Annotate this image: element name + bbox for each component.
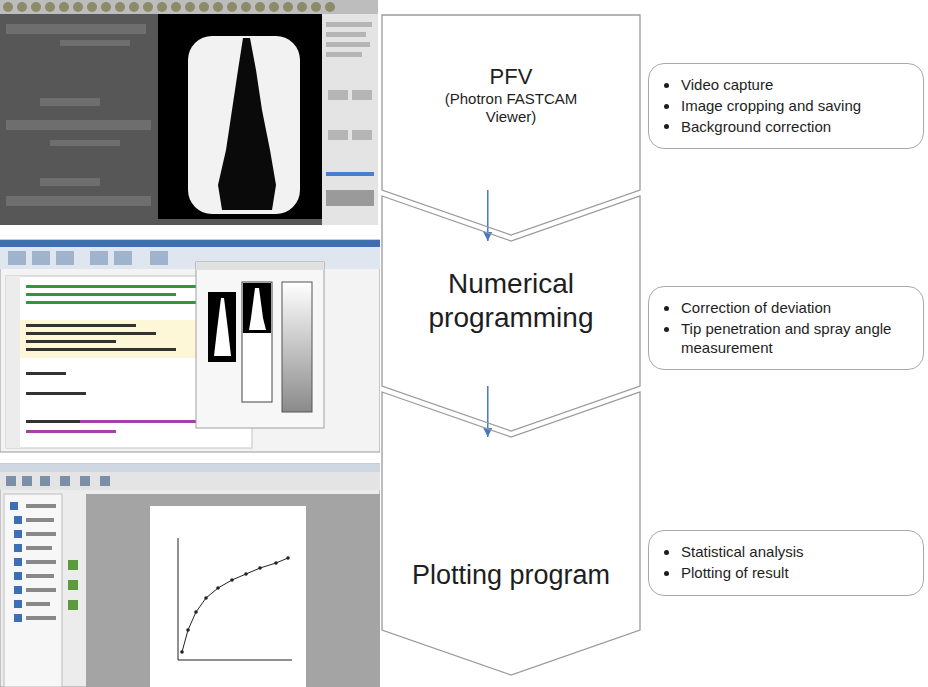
bullet-item: Image cropping and saving [681,97,911,116]
process-chevron: Numerical programming [382,241,640,386]
bullet-item: Background correction [681,118,911,137]
bullet-text: Image cropping and saving [681,97,861,114]
chevron-label-group: Plotting program [382,559,640,591]
bullet-text: Plotting of result [681,564,789,581]
bullet-item: Correction of deviation [681,299,911,318]
bullet-dot [664,306,669,311]
step-subtitle: (Photron FASTCAM Viewer) [436,90,586,126]
software-screenshots [0,0,380,687]
bullet-item: Video capture [681,76,911,95]
bullet-dot [664,571,669,576]
step-title: Plotting program [385,559,637,591]
bullet-text: Video capture [681,76,773,93]
detail-box: Statistical analysisPlotting of result [648,530,924,596]
chevron-path [382,392,640,675]
plot-screenshot [0,464,380,687]
process-chevron: Plotting program [382,437,640,630]
bullet-dot [664,124,669,129]
pfv-screenshot [0,0,378,225]
chevron-label-group: Numerical programming [382,267,640,334]
bullet-dot [664,327,669,332]
chevron-label-group: PFV(Photron FASTCAM Viewer) [382,64,640,126]
bullet-text: Background correction [681,118,831,135]
code-screenshot [0,240,380,452]
step-title: Numerical programming [396,267,626,334]
chevron-outline [382,15,642,239]
chevron-outline [382,392,642,682]
detail-box: Correction of deviationTip penetration a… [648,286,924,370]
bullet-dot [664,104,669,109]
bullet-item: Tip penetration and spray angle measurem… [681,320,911,358]
bullet-dot [664,550,669,555]
step-title: PFV [391,64,631,90]
detail-box: Video captureImage cropping and savingBa… [648,63,924,149]
bullet-text: Tip penetration and spray angle measurem… [681,320,891,356]
bullet-text: Statistical analysis [681,543,804,560]
bullet-dot [664,83,669,88]
bullet-text: Correction of deviation [681,299,831,316]
bullet-item: Plotting of result [681,564,911,583]
bullet-item: Statistical analysis [681,543,911,562]
chevron-path [382,15,640,235]
chevron-path [382,196,640,431]
process-chevron: PFV(Photron FASTCAM Viewer) [382,15,640,190]
